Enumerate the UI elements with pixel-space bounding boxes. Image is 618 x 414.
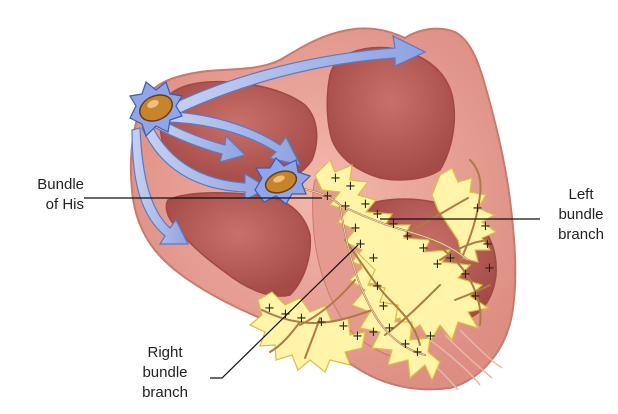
label-left-bundle-branch-line3: branch (548, 225, 614, 245)
svg-text:+: + (345, 179, 356, 194)
svg-text:+: + (482, 237, 493, 252)
svg-text:+: + (472, 201, 483, 216)
svg-text:+: + (470, 289, 481, 304)
svg-text:+: + (350, 221, 361, 236)
svg-text:+: + (368, 325, 379, 340)
svg-text:+: + (316, 315, 327, 330)
svg-text:+: + (480, 219, 491, 234)
label-right-bundle-branch-line1: Right (132, 343, 198, 363)
svg-text:+: + (384, 321, 395, 336)
svg-text:+: + (338, 319, 349, 334)
svg-text:+: + (352, 329, 363, 344)
svg-text:+: + (340, 199, 351, 214)
svg-text:+: + (330, 171, 341, 186)
svg-text:+: + (400, 337, 411, 352)
label-left-bundle-branch: Left bundle branch (548, 185, 614, 245)
svg-text:+: + (360, 197, 371, 212)
svg-text:+: + (378, 299, 389, 314)
left-atrium (327, 47, 454, 179)
svg-text:+: + (372, 279, 383, 294)
svg-text:+: + (368, 251, 379, 266)
svg-text:+: + (425, 329, 436, 344)
label-bundle-of-his-line2: of His (12, 195, 84, 215)
svg-text:+: + (432, 257, 443, 272)
label-bundle-of-his: Bundle of His (12, 175, 84, 215)
svg-text:+: + (264, 301, 275, 316)
svg-text:+: + (372, 207, 383, 222)
svg-text:+: + (445, 251, 456, 266)
label-right-bundle-branch-line3: branch (132, 383, 198, 403)
label-right-bundle-branch-line2: bundle (132, 363, 198, 383)
label-left-bundle-branch-line1: Left (548, 185, 614, 205)
svg-text:+: + (412, 345, 423, 360)
svg-text:+: + (402, 229, 413, 244)
svg-text:+: + (296, 311, 307, 326)
label-bundle-of-his-line1: Bundle (12, 175, 84, 195)
label-right-bundle-branch: Right bundle branch (132, 343, 198, 403)
label-left-bundle-branch-line2: bundle (548, 205, 614, 225)
svg-text:+: + (460, 267, 471, 282)
svg-text:+: + (418, 241, 429, 256)
svg-text:+: + (484, 261, 495, 276)
svg-text:+: + (355, 237, 366, 252)
svg-text:+: + (322, 189, 333, 204)
